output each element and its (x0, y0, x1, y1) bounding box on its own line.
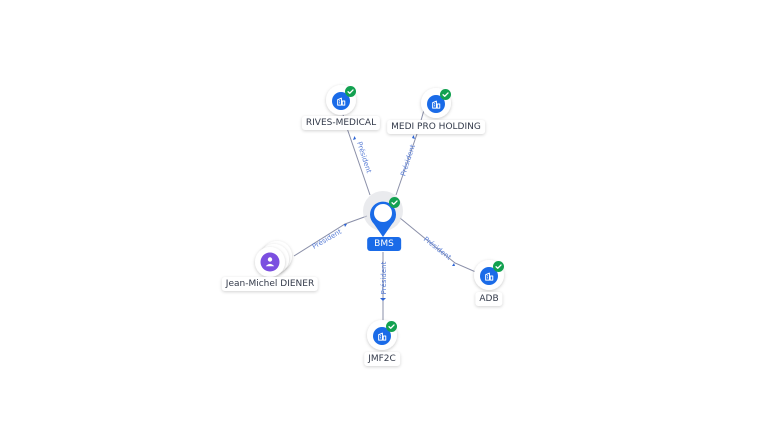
node-diener[interactable] (255, 241, 292, 277)
check-badge-icon (389, 197, 400, 208)
edge-label-diener: Président (311, 228, 343, 251)
node-label-diener[interactable]: Jean-Michel DIENER (221, 277, 319, 291)
node-medipro[interactable] (421, 88, 451, 118)
node-disc (260, 252, 280, 272)
arrowhead (452, 263, 455, 266)
node-label-rives[interactable]: RIVES-MEDICAL (301, 116, 381, 130)
node-label-jmf2c[interactable]: JMF2C (364, 352, 400, 366)
check-badge-icon (440, 89, 451, 100)
arrowhead (344, 224, 347, 227)
edge-label-rives: Président (355, 141, 373, 175)
node-label-adb[interactable]: ADB (475, 292, 503, 306)
arrowhead (380, 298, 386, 301)
center-node-bms[interactable] (363, 191, 403, 237)
node-label-medipro[interactable]: MEDI PRO HOLDING (387, 120, 485, 134)
edge-label-adb: Président (422, 235, 453, 262)
node-jmf2c[interactable] (367, 320, 397, 350)
node-adb[interactable] (474, 260, 504, 290)
edge-label-jmf2c: Président (380, 261, 388, 294)
edge-adb: Président (399, 217, 479, 274)
edge-line (399, 217, 479, 274)
edge-label-medipro: Président (399, 143, 417, 177)
arrowhead (353, 136, 356, 140)
edge-jmf2c: Président (380, 252, 388, 321)
check-badge-icon (493, 261, 504, 272)
arrowhead (412, 135, 415, 139)
check-badge-icon (386, 321, 397, 332)
node-rives[interactable] (326, 85, 356, 115)
check-badge-icon (345, 86, 356, 97)
person-icon (265, 257, 275, 267)
center-node-label[interactable]: BMS (367, 237, 401, 251)
edge-diener: Président (293, 215, 368, 257)
edge-line (340, 107, 371, 196)
